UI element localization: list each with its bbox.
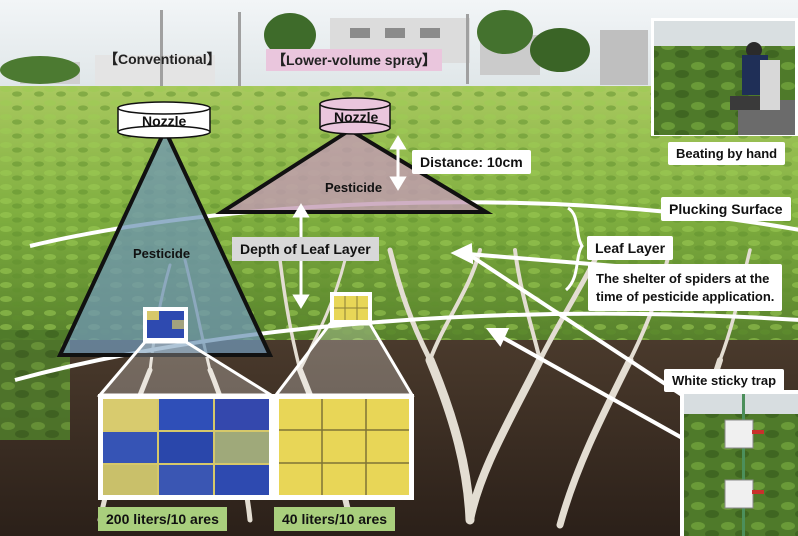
background-trees xyxy=(0,10,590,84)
plucking-surface-label: Plucking Surface xyxy=(661,197,791,221)
nozzle-left-label: Nozzle xyxy=(142,113,187,129)
sticky-trap-photo xyxy=(680,390,798,536)
distance-label: Distance: 10cm xyxy=(412,150,531,174)
background-buildings xyxy=(20,18,648,85)
beating-photo xyxy=(651,18,798,136)
leaf-layer-label: Leaf Layer xyxy=(587,236,674,260)
conventional-title: 【Conventional】 xyxy=(104,51,221,67)
volume-right-label: 40 liters/10 ares xyxy=(274,507,396,531)
lower-volume-title: 【Lower-volume spray】 xyxy=(266,49,443,71)
sticky-trap-arrow-1 xyxy=(466,252,722,422)
shelter-label: The shelter of spiders at the time of pe… xyxy=(588,264,783,312)
pesticide-right-label: Pesticide xyxy=(325,180,383,195)
nozzle-right xyxy=(319,97,391,135)
nozzle-left xyxy=(117,101,211,139)
utility-poles xyxy=(160,10,469,92)
sample-card-right xyxy=(330,292,372,324)
leaf-layer-brace xyxy=(564,206,584,292)
conventional-spray-cone xyxy=(56,125,274,357)
pesticide-left-label: Pesticide xyxy=(133,246,191,261)
side-hedge xyxy=(0,330,70,440)
large-card-blue xyxy=(98,394,274,500)
beating-label: Beating by hand xyxy=(668,142,786,165)
distance-arrow xyxy=(389,135,407,191)
sample-card-left xyxy=(143,307,188,342)
nozzle-right-label: Nozzle xyxy=(334,109,379,125)
shelter-label-line2: time of pesticide application. xyxy=(596,288,775,304)
shelter-label-line1: The shelter of spiders at the xyxy=(596,271,770,286)
volume-left-label: 200 liters/10 ares xyxy=(98,507,227,531)
depth-label: Depth of Leaf Layer xyxy=(232,237,379,261)
sticky-trap-label: White sticky trap xyxy=(664,369,785,392)
large-card-yellow xyxy=(274,394,414,500)
